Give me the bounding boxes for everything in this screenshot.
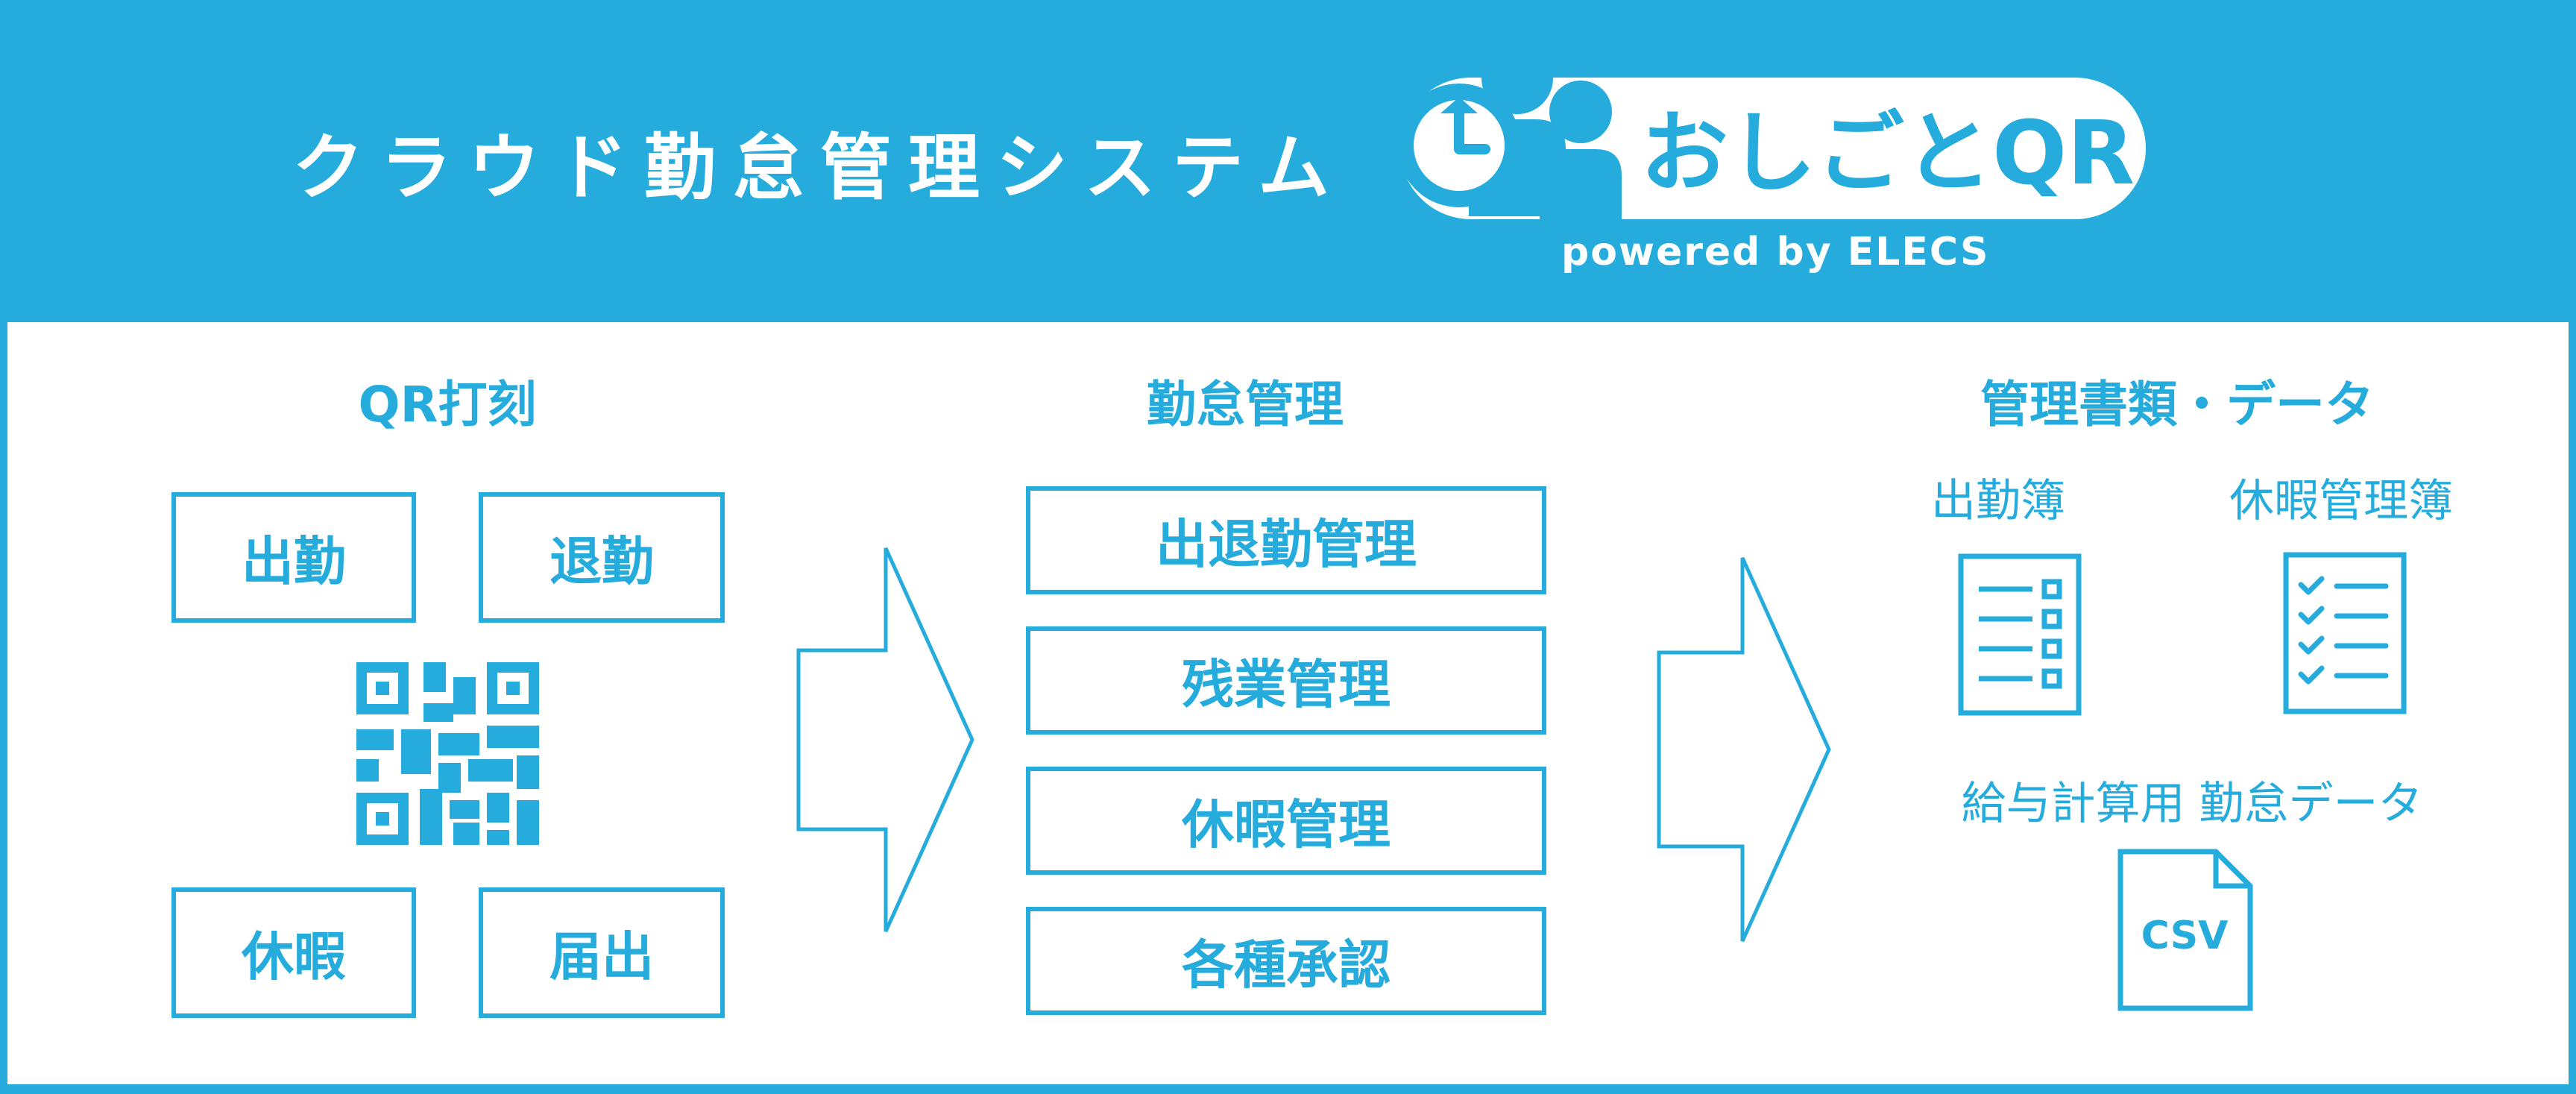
payroll-data-label: 給与計算用 勤怠データ (1961, 778, 2423, 830)
csv-file-icon (2117, 849, 2253, 1011)
qr-section-title: QR打刻 (358, 376, 537, 433)
attendance-item-clock[interactable]: 出退勤管理 (1026, 486, 1546, 594)
notification-button[interactable]: 届出 (479, 887, 725, 1018)
qr-code-icon (356, 662, 539, 845)
leave-button[interactable]: 休暇 (171, 887, 416, 1018)
attendance-item-leave[interactable]: 休暇管理 (1026, 767, 1546, 875)
leave-book-label: 休暇管理簿 (2229, 475, 2453, 527)
attendance-section-title: 勤怠管理 (1147, 376, 1344, 433)
checklist-document-icon (2283, 552, 2407, 714)
logo-name: おしごとQR (1640, 101, 2135, 204)
arrow-right-icon (1657, 556, 1831, 943)
clock-icon (1397, 84, 1521, 207)
csv-label: CSV (2141, 914, 2229, 958)
list-document-icon (1958, 553, 2082, 716)
attendance-item-approval[interactable]: 各種承認 (1026, 907, 1546, 1015)
arrow-right-icon (796, 547, 974, 933)
documents-section-title: 管理書類・データ (1980, 376, 2374, 433)
attendance-item-overtime[interactable]: 残業管理 (1026, 626, 1546, 735)
clock-out-button[interactable]: 退勤 (479, 492, 725, 623)
header-title: クラウド勤怠管理システム (292, 126, 1347, 210)
powered-by-text: powered by ELECS (1561, 230, 1990, 274)
attendance-book-label: 出勤簿 (1931, 475, 2065, 527)
clock-in-button[interactable]: 出勤 (171, 492, 416, 623)
